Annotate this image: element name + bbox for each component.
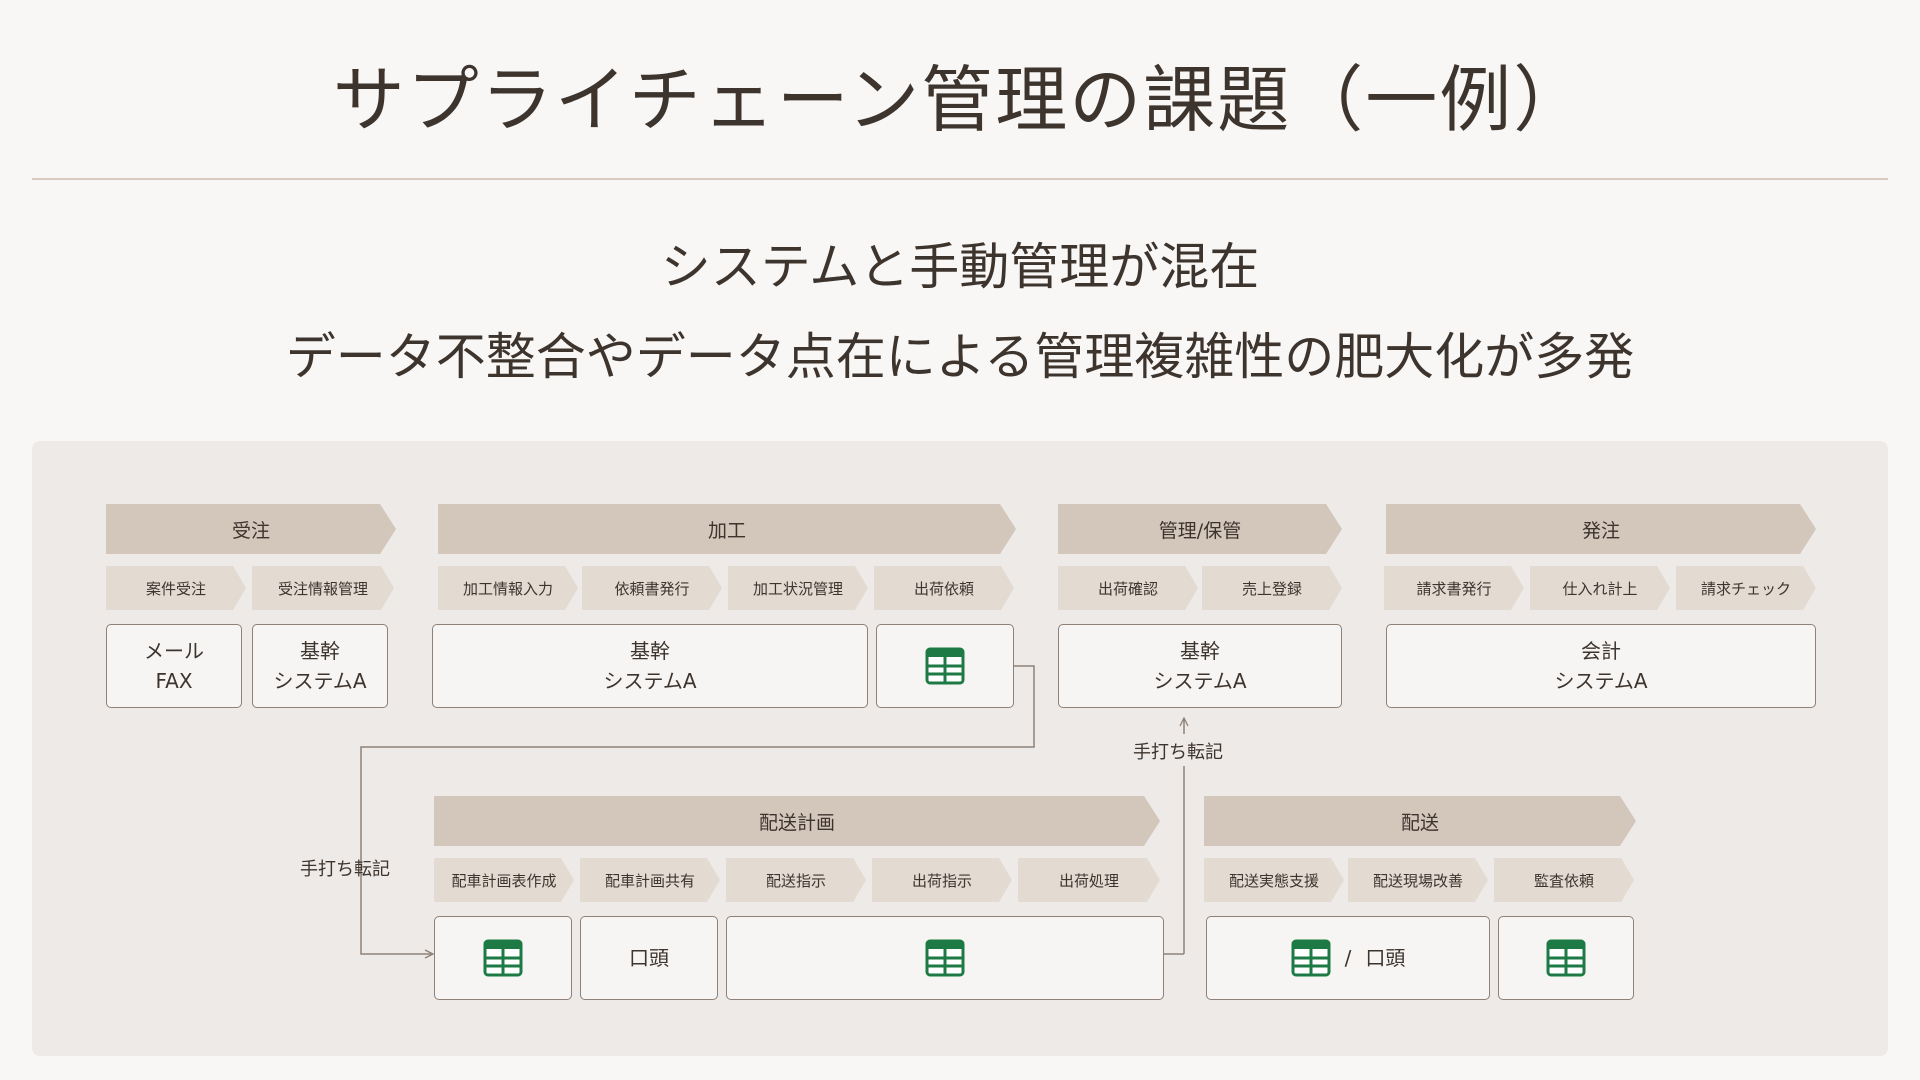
task-delivery-instruction: 配送指示	[726, 858, 866, 902]
task-shipping-processing: 出荷処理	[1018, 858, 1160, 902]
system-core-a: 基幹 システムA	[252, 624, 388, 708]
system-accounting-a: 会計 システムA	[1386, 624, 1816, 708]
system-verbal-label: 口頭	[629, 946, 669, 970]
task-shipping-request: 出荷依頼	[874, 566, 1014, 610]
system-mail-fax-line1: メール	[144, 639, 204, 663]
subtitle-line-2: データ不整合やデータ点在による管理複雑性の肥大化が多発	[285, 328, 1635, 386]
task-dispatch-plan-creation: 配車計画表作成	[434, 858, 574, 902]
system-accounting-a-line2: システムA	[1554, 669, 1648, 693]
title-divider	[32, 178, 1888, 180]
note-manual-transcription-dispatch: 手打ち転記	[300, 859, 390, 880]
phase-processing: 加工	[438, 504, 1016, 554]
task-shipping-instruction: 出荷指示	[872, 858, 1012, 902]
note-manual-transcription-storage: 手打ち転記	[1133, 742, 1223, 763]
system-core-a-storage: 基幹 システムA	[1058, 624, 1342, 708]
system-spreadsheet-shipping-ops	[726, 916, 1164, 1000]
spreadsheet-icon	[925, 647, 965, 685]
task-case-order: 案件受注	[106, 566, 246, 610]
task-purchase-posting: 仕入れ計上	[1530, 566, 1670, 610]
system-verbal-label-2: 口頭	[1365, 946, 1406, 970]
system-core-a-storage-line1: 基幹	[1180, 639, 1220, 663]
system-spreadsheet-dispatch	[434, 916, 572, 1000]
task-order-info-management: 受注情報管理	[252, 566, 394, 610]
page-title: サプライチェーン管理の課題（一例）	[332, 58, 1588, 142]
task-audit-request: 監査依頼	[1494, 858, 1634, 902]
task-processing-status: 加工状況管理	[728, 566, 868, 610]
system-spreadsheet-shipping	[876, 624, 1014, 708]
transcription-connector-1	[360, 665, 1035, 954]
task-delivery-support: 配送実態支援	[1204, 858, 1344, 902]
system-core-a-storage-line2: システムA	[1153, 669, 1247, 693]
system-core-a-line2: システムA	[273, 669, 367, 693]
task-sales-registration: 売上登録	[1202, 566, 1342, 610]
system-spreadsheet-verbal: / 口頭	[1206, 916, 1490, 1000]
subtitle-line-1: システムと手動管理が混在	[660, 238, 1260, 296]
task-delivery-site-improvement: 配送現場改善	[1348, 858, 1488, 902]
task-invoice-issuance: 請求書発行	[1384, 566, 1524, 610]
system-core-a-processing-line2: システムA	[603, 669, 697, 693]
separator: /	[1344, 946, 1352, 970]
phase-delivery-planning: 配送計画	[434, 796, 1160, 846]
spreadsheet-icon	[1546, 939, 1586, 977]
phase-management-storage: 管理/保管	[1058, 504, 1342, 554]
spreadsheet-icon	[1291, 939, 1331, 977]
task-shipping-confirmation: 出荷確認	[1058, 566, 1198, 610]
phase-purchase-order: 発注	[1386, 504, 1816, 554]
spreadsheet-icon	[925, 939, 965, 977]
system-mail-fax-line2: FAX	[155, 669, 193, 693]
system-core-a-processing: 基幹 システムA	[432, 624, 868, 708]
system-core-a-processing-line1: 基幹	[630, 639, 670, 663]
system-core-a-line1: 基幹	[300, 639, 340, 663]
system-spreadsheet-audit	[1498, 916, 1634, 1000]
task-request-issuance: 依頼書発行	[582, 566, 722, 610]
task-invoice-check: 請求チェック	[1676, 566, 1816, 610]
spreadsheet-icon	[483, 939, 523, 977]
task-dispatch-plan-sharing: 配車計画共有	[580, 858, 720, 902]
phase-order-receipt: 受注	[106, 504, 396, 554]
system-accounting-a-line1: 会計	[1581, 639, 1621, 663]
system-mail-fax: メール FAX	[106, 624, 242, 708]
phase-delivery: 配送	[1204, 796, 1636, 846]
task-processing-info-entry: 加工情報入力	[438, 566, 578, 610]
system-verbal: 口頭	[580, 916, 718, 1000]
